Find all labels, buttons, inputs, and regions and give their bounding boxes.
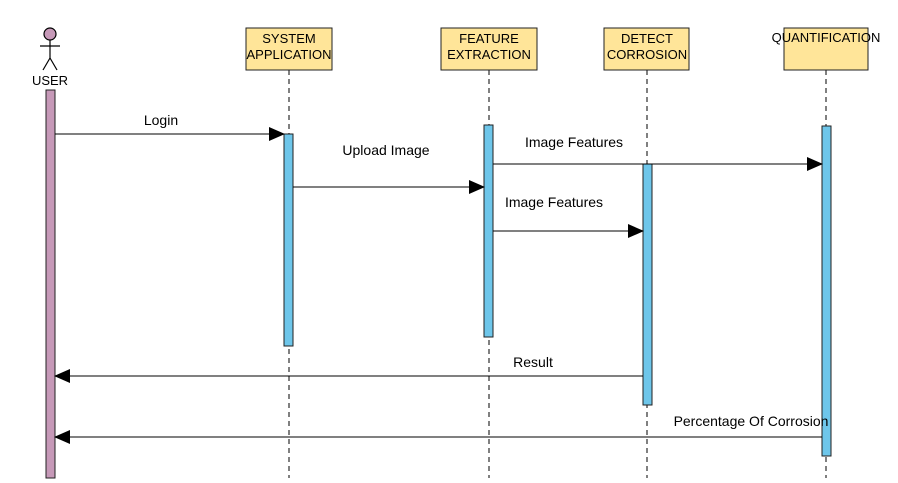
user-actor: USER	[32, 27, 68, 479]
activation-quantification	[821, 125, 832, 457]
message-label-upload-image: Upload Image	[342, 142, 429, 158]
message-label-image-features-detect: Image Features	[505, 194, 603, 210]
participant-box	[245, 27, 333, 71]
actor-name: USER	[32, 73, 68, 88]
participant-box	[603, 27, 690, 71]
activation-detect-corrosion	[642, 163, 653, 406]
participant-system-application: SYSTEM APPLICATION	[245, 27, 333, 71]
participant-box	[783, 27, 869, 71]
message-label-login: Login	[144, 112, 178, 128]
participant-label-line1: FEATURE	[459, 31, 519, 46]
message-label-image-features-quant: Image Features	[525, 134, 623, 150]
participant-label-line2: APPLICATION	[246, 47, 331, 62]
participant-label-line2: EXTRACTION	[447, 47, 531, 62]
message-label-percentage-of-corrosion: Percentage Of Corrosion	[674, 413, 829, 429]
user-activation-bar	[45, 89, 56, 479]
participant-feature-extraction: FEATURE EXTRACTION	[440, 27, 538, 71]
stick-figure-icon	[40, 27, 60, 71]
activation-feature-extraction	[483, 124, 494, 338]
message-label-result: Result	[513, 354, 553, 370]
participant-label-line1: QUANTIFICATION	[772, 30, 881, 45]
participant-label-line1: SYSTEM	[262, 31, 315, 46]
participant-quantification: QUANTIFICATION	[772, 27, 881, 71]
participant-label-line1: DETECT	[621, 31, 673, 46]
participant-label-line2: CORROSION	[607, 47, 687, 62]
participant-box	[440, 27, 538, 71]
activation-system-application	[283, 133, 294, 347]
participant-detect-corrosion: DETECT CORROSION	[603, 27, 690, 71]
